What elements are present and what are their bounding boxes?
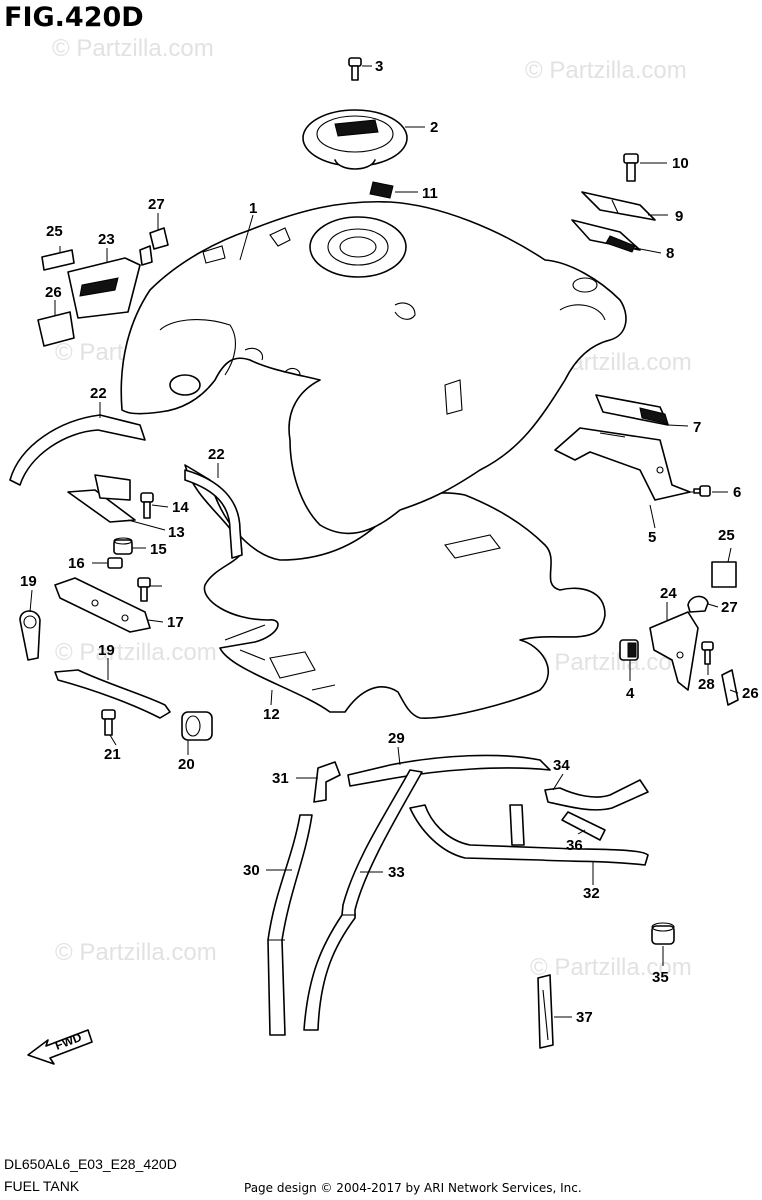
- callout-29: 29: [388, 730, 405, 747]
- part-13-plate[interactable]: [67, 474, 136, 523]
- callout-10: 10: [672, 155, 689, 172]
- part-19-clamp[interactable]: [19, 610, 41, 661]
- forward-arrow-icon: FWD: [27, 1029, 93, 1065]
- callout-25: 25: [718, 527, 735, 544]
- part-5-bracket[interactable]: [554, 427, 705, 501]
- part-27-cap[interactable]: [687, 595, 709, 613]
- callout-2: 2: [430, 119, 438, 136]
- callout-28: 28: [698, 676, 715, 693]
- part-24-cover[interactable]: [649, 611, 699, 691]
- callout-15: 15: [150, 541, 167, 558]
- callout-14: 14: [172, 499, 189, 516]
- callout-32: 32: [583, 885, 600, 902]
- part-16-nut[interactable]: [107, 557, 123, 569]
- part-33-hose[interactable]: [303, 769, 423, 1031]
- part-29-hose[interactable]: [347, 754, 551, 787]
- part-14-bolt[interactable]: [140, 492, 154, 519]
- callout-22: 22: [90, 385, 107, 402]
- callout-6: 6: [733, 484, 741, 501]
- callout-35: 35: [652, 969, 669, 986]
- part-32-pipe[interactable]: [409, 804, 649, 866]
- callout-31: 31: [272, 770, 289, 787]
- callout-33: 33: [388, 864, 405, 881]
- part-19-stay[interactable]: [54, 669, 171, 719]
- part-10-bolt[interactable]: [623, 153, 639, 182]
- callout-16: 16: [68, 555, 85, 572]
- callout-12: 12: [263, 706, 280, 723]
- callout-21: 21: [104, 746, 121, 763]
- part-22-hose[interactable]: [184, 469, 243, 559]
- watermark: © Partzilla.com: [52, 35, 214, 62]
- part-28-screw[interactable]: [701, 641, 714, 665]
- watermark: © Partzilla.com: [530, 954, 692, 981]
- callout-labels: 1 2 3 4 5 6 7 8 9 10 11 12 13 14 15 16 1…: [20, 58, 759, 1026]
- watermark: © Partzilla.com: [55, 939, 217, 966]
- part-22-hose[interactable]: [9, 414, 146, 486]
- callout-34: 34: [553, 757, 570, 774]
- part-2-fuel-cap[interactable]: [302, 109, 408, 170]
- part-25-label[interactable]: [711, 561, 737, 588]
- callout-1: 1: [249, 200, 257, 217]
- part-15-collar[interactable]: [113, 537, 133, 555]
- callout-13: 13: [168, 524, 185, 541]
- part-30-hose[interactable]: [267, 814, 313, 1036]
- part-11-cushion[interactable]: [369, 181, 394, 199]
- callout-7: 7: [693, 419, 701, 436]
- callout-22: 22: [208, 446, 225, 463]
- part-23-cover[interactable]: [67, 257, 141, 319]
- part-20-cushion[interactable]: [181, 711, 213, 741]
- part-17-bracket[interactable]: [54, 577, 151, 633]
- callout-36: 36: [566, 837, 583, 854]
- part-9-bracket[interactable]: [581, 191, 656, 221]
- part-1-fuel-tank[interactable]: [120, 200, 627, 535]
- part-31-joint[interactable]: [313, 761, 341, 803]
- part-8-rubber-mount[interactable]: [571, 219, 641, 253]
- part-26-label[interactable]: [37, 311, 75, 347]
- figure-title: FIG.420D: [4, 2, 144, 33]
- part-7-rubber-pad[interactable]: [595, 394, 669, 426]
- watermark: © Partzilla.com: [525, 57, 687, 84]
- part-35-clamp-ring[interactable]: [651, 922, 675, 945]
- callout-8: 8: [666, 245, 674, 262]
- callout-23: 23: [98, 231, 115, 248]
- diagram-code: DL650AL6_E03_E28_420D: [4, 1156, 177, 1172]
- callout-3: 3: [375, 58, 383, 75]
- part-21-bolt[interactable]: [101, 709, 116, 736]
- part-36-hose[interactable]: [561, 811, 606, 841]
- callout-11: 11: [422, 185, 438, 202]
- callout-27: 27: [721, 599, 738, 616]
- callout-4: 4: [626, 685, 635, 702]
- callout-19: 19: [20, 573, 37, 590]
- part-3-screw[interactable]: [348, 57, 362, 81]
- part-34-hose[interactable]: [544, 779, 649, 811]
- callout-26: 26: [45, 284, 62, 301]
- callout-19: 19: [98, 642, 115, 659]
- copyright-notice: Page design © 2004-2017 by ARI Network S…: [244, 1181, 582, 1195]
- part-4-clip[interactable]: [619, 639, 639, 661]
- callout-17: 17: [167, 614, 184, 631]
- callout-27: 27: [148, 196, 165, 213]
- part-25-label[interactable]: [41, 249, 75, 271]
- callout-25: 25: [46, 223, 63, 240]
- part-18-bolt[interactable]: [137, 577, 151, 602]
- callout-24: 24: [660, 585, 677, 602]
- callout-5: 5: [648, 529, 656, 546]
- section-name: FUEL TANK: [4, 1178, 80, 1194]
- callout-37: 37: [576, 1009, 593, 1026]
- part-6-bolt[interactable]: [693, 485, 711, 497]
- callout-30: 30: [243, 862, 260, 879]
- callout-9: 9: [675, 208, 683, 225]
- part-26-label[interactable]: [721, 669, 739, 706]
- part-37-strap[interactable]: [537, 974, 554, 1049]
- leader-lines: [29, 65, 739, 1018]
- callout-20: 20: [178, 756, 195, 773]
- callout-26: 26: [742, 685, 759, 702]
- watermark: © Partzilla.com: [55, 639, 217, 666]
- part-27-cap[interactable]: [139, 227, 169, 266]
